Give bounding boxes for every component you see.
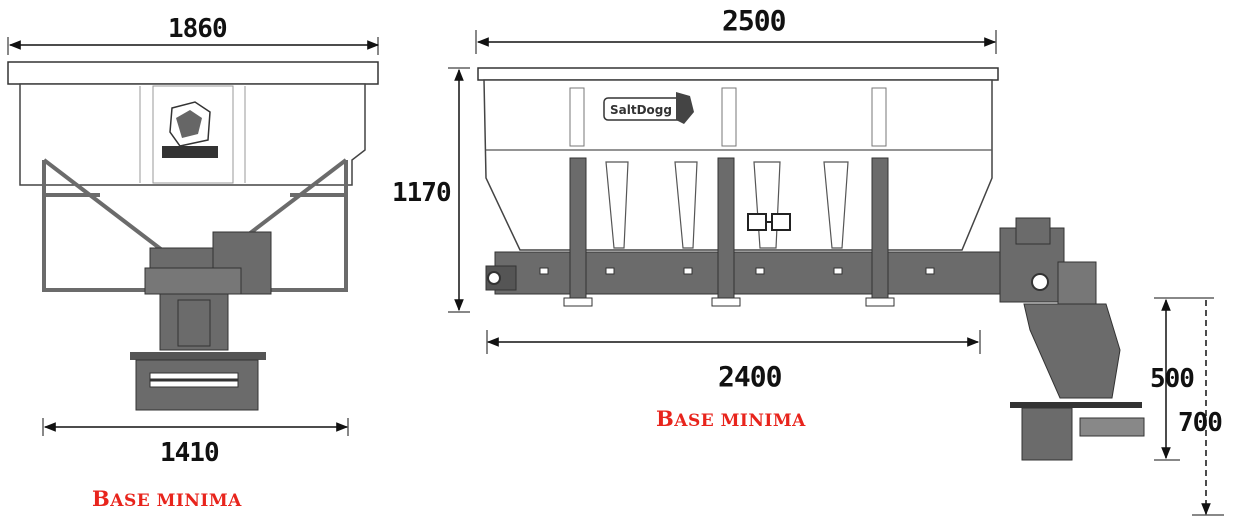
- sight-glass-right: [771, 213, 791, 231]
- dog-logo-icon: [162, 101, 218, 158]
- front-frame: [42, 158, 348, 292]
- side-height-label: 1170: [392, 178, 452, 208]
- front-top-width-label: 1860: [168, 14, 228, 44]
- spinner-height-max-label: 700: [1178, 408, 1223, 438]
- sight-glass-left: [747, 213, 767, 231]
- side-top-length-label: 2500: [722, 4, 786, 37]
- side-hopper-lid: [477, 67, 999, 81]
- front-hopper-lid: [7, 61, 379, 85]
- side-logo-icon: SaltDogg: [603, 92, 694, 124]
- front-base-width-label: 1410: [160, 438, 220, 468]
- side-hopper-body: [483, 79, 993, 251]
- spinner-height-min-label: 500: [1150, 364, 1195, 394]
- side-view: SaltDogg: [477, 67, 1145, 461]
- front-view: [7, 61, 379, 411]
- side-base-length-label: 2400: [718, 360, 782, 393]
- base-minima-side-label: BASE MINIMA: [656, 406, 806, 431]
- base-minima-front-label: BASE MINIMA: [92, 486, 242, 511]
- side-logo-text: SaltDogg: [610, 103, 672, 117]
